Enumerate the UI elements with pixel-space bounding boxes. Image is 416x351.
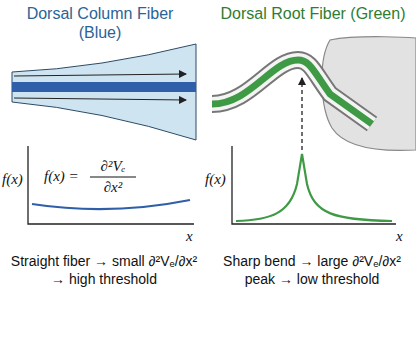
current-arrow: [14, 74, 186, 76]
formula: f(x) =: [44, 167, 79, 186]
bend-pointer: [301, 78, 302, 150]
panel-caption: Straight fiber → small ∂²Vₑ/∂x² → high t…: [10, 252, 198, 288]
axis-label: f(x): [205, 170, 226, 189]
root-sheath: [212, 60, 372, 124]
panel-title: Dorsal Root Fiber (Green): [214, 4, 412, 23]
formula-denominator: ∂x²: [88, 178, 138, 197]
axes: [28, 146, 194, 224]
peak-curve: [236, 154, 392, 221]
axis-label: f(x): [2, 170, 23, 189]
fraction-bar: [90, 177, 136, 178]
column-fiber: [12, 82, 196, 92]
formula-numerator: ∂²Vₑ: [88, 157, 138, 176]
current-arrow: [14, 98, 186, 100]
axis-label: x: [186, 227, 193, 246]
root-sheath-inner: [212, 60, 372, 124]
flat-curve: [32, 200, 190, 209]
root-fiber: [212, 60, 372, 124]
axis-label: x: [396, 227, 403, 246]
panel-title: Dorsal Column Fiber (Blue): [4, 4, 196, 42]
field-cone: [12, 44, 196, 140]
panel-caption: Sharp bend → large ∂²Vₑ/∂x² peak → low t…: [214, 252, 410, 288]
axes: [232, 146, 396, 224]
